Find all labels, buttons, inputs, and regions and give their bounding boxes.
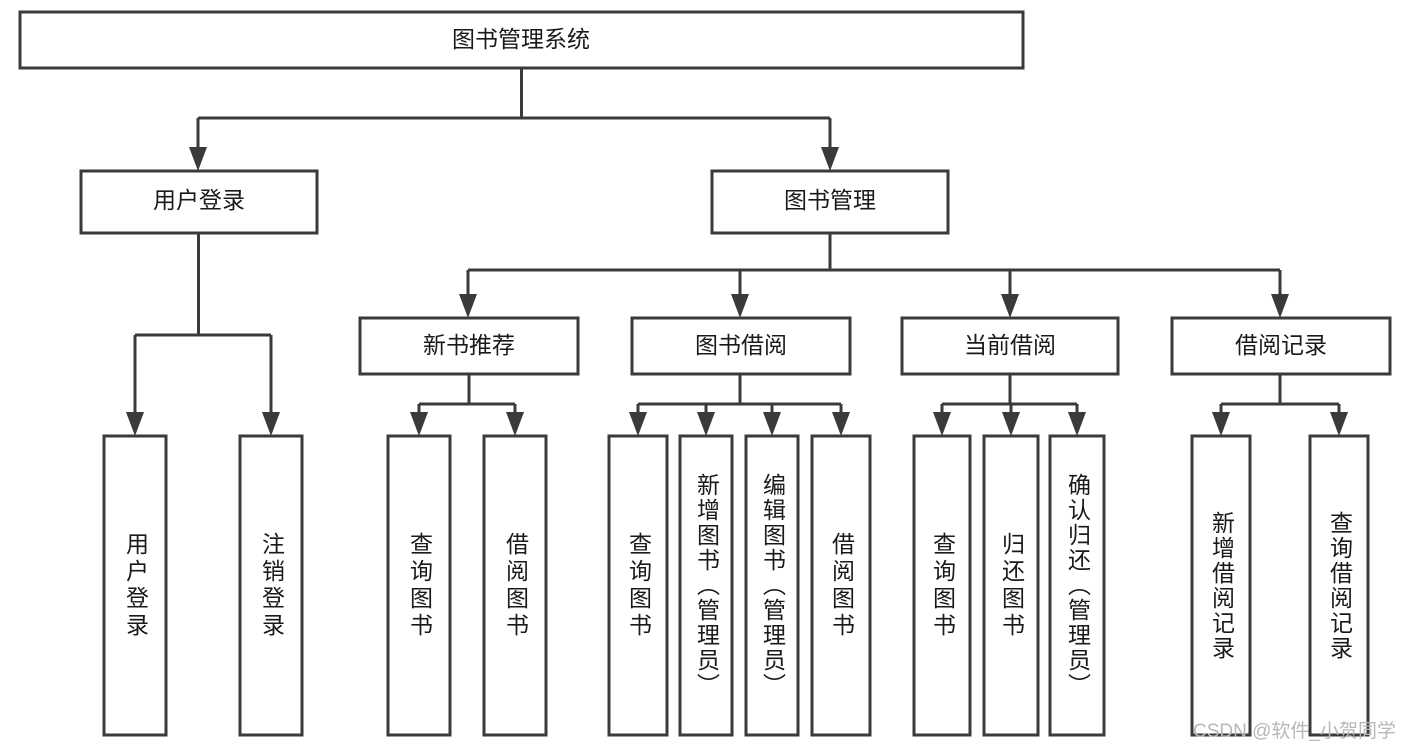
- node-leaf-query-book-rec-box[interactable]: [386, 434, 452, 737]
- arrow-to-new-book-rec-icon: [459, 294, 477, 318]
- node-leaf-logout-box[interactable]: [238, 434, 304, 737]
- node-current-borrow-label: 当前借阅: [964, 332, 1056, 358]
- nodes-group: 图书管理系统 用户登录 图书管理 新书推荐 图书借阅 当前借阅 借阅记录: [18, 10, 1392, 737]
- node-current-borrow-box[interactable]: [900, 316, 1120, 376]
- arrow-bb-c1-icon: [629, 412, 647, 436]
- node-leaf-return-book-box[interactable]: [982, 434, 1040, 737]
- node-leaf-borrow-book-bb-box[interactable]: [810, 434, 872, 737]
- arrow-bb-c3-icon: [763, 412, 781, 436]
- node-leaf-add-record-box[interactable]: [1190, 434, 1252, 737]
- node-leaf-user-login-box[interactable]: [102, 434, 168, 737]
- node-root-box[interactable]: [18, 10, 1025, 70]
- arrow-ul-child2-icon: [262, 412, 280, 436]
- arrow-bb-c4-icon: [832, 412, 850, 436]
- node-user-login-box[interactable]: [79, 169, 319, 235]
- node-leaf-query-book-cb-box[interactable]: [912, 434, 972, 737]
- arrow-to-borrow-record-icon: [1271, 294, 1289, 318]
- node-book-borrow-label: 图书借阅: [695, 332, 787, 358]
- arrow-br-c2-icon: [1330, 412, 1348, 436]
- node-leaf-borrow-book-rec-box[interactable]: [482, 434, 548, 737]
- arrow-to-user-login-icon: [189, 147, 207, 171]
- node-book-borrow-box[interactable]: [630, 316, 852, 376]
- arrow-nbr-c1-icon: [410, 412, 428, 436]
- node-root-label: 图书管理系统: [452, 26, 590, 52]
- node-book-manage-label: 图书管理: [784, 187, 876, 213]
- arrow-to-book-manage-icon: [821, 147, 839, 171]
- arrow-br-c1-icon: [1212, 412, 1230, 436]
- node-leaf-add-book-box[interactable]: [678, 434, 734, 737]
- node-leaf-query-record-box[interactable]: [1308, 434, 1370, 737]
- arrow-nbr-c2-icon: [506, 412, 524, 436]
- node-leaf-query-book-bb-box[interactable]: [607, 434, 669, 737]
- node-user-login-label: 用户登录: [153, 187, 245, 213]
- arrow-bb-c2-icon: [697, 412, 715, 436]
- arrow-to-book-borrow-icon: [731, 294, 749, 318]
- arrow-cb-c3-icon: [1068, 412, 1086, 436]
- node-borrow-record-box[interactable]: [1170, 316, 1392, 376]
- node-book-manage-box[interactable]: [710, 169, 950, 235]
- arrow-ul-child1-icon: [126, 412, 144, 436]
- node-new-book-rec-label: 新书推荐: [423, 332, 515, 358]
- edges-group: [126, 68, 1348, 436]
- node-leaf-confirm-return-box[interactable]: [1048, 434, 1106, 737]
- arrow-cb-c1-icon: [933, 412, 951, 436]
- csdn-watermark: CSDN @软件_小贺同学: [1193, 721, 1396, 742]
- node-leaf-edit-book-box[interactable]: [744, 434, 800, 737]
- arrow-cb-c2-icon: [1002, 412, 1020, 436]
- node-new-book-rec-box[interactable]: [358, 316, 580, 376]
- arrow-to-current-borrow-icon: [1001, 294, 1019, 318]
- node-borrow-record-label: 借阅记录: [1235, 332, 1327, 358]
